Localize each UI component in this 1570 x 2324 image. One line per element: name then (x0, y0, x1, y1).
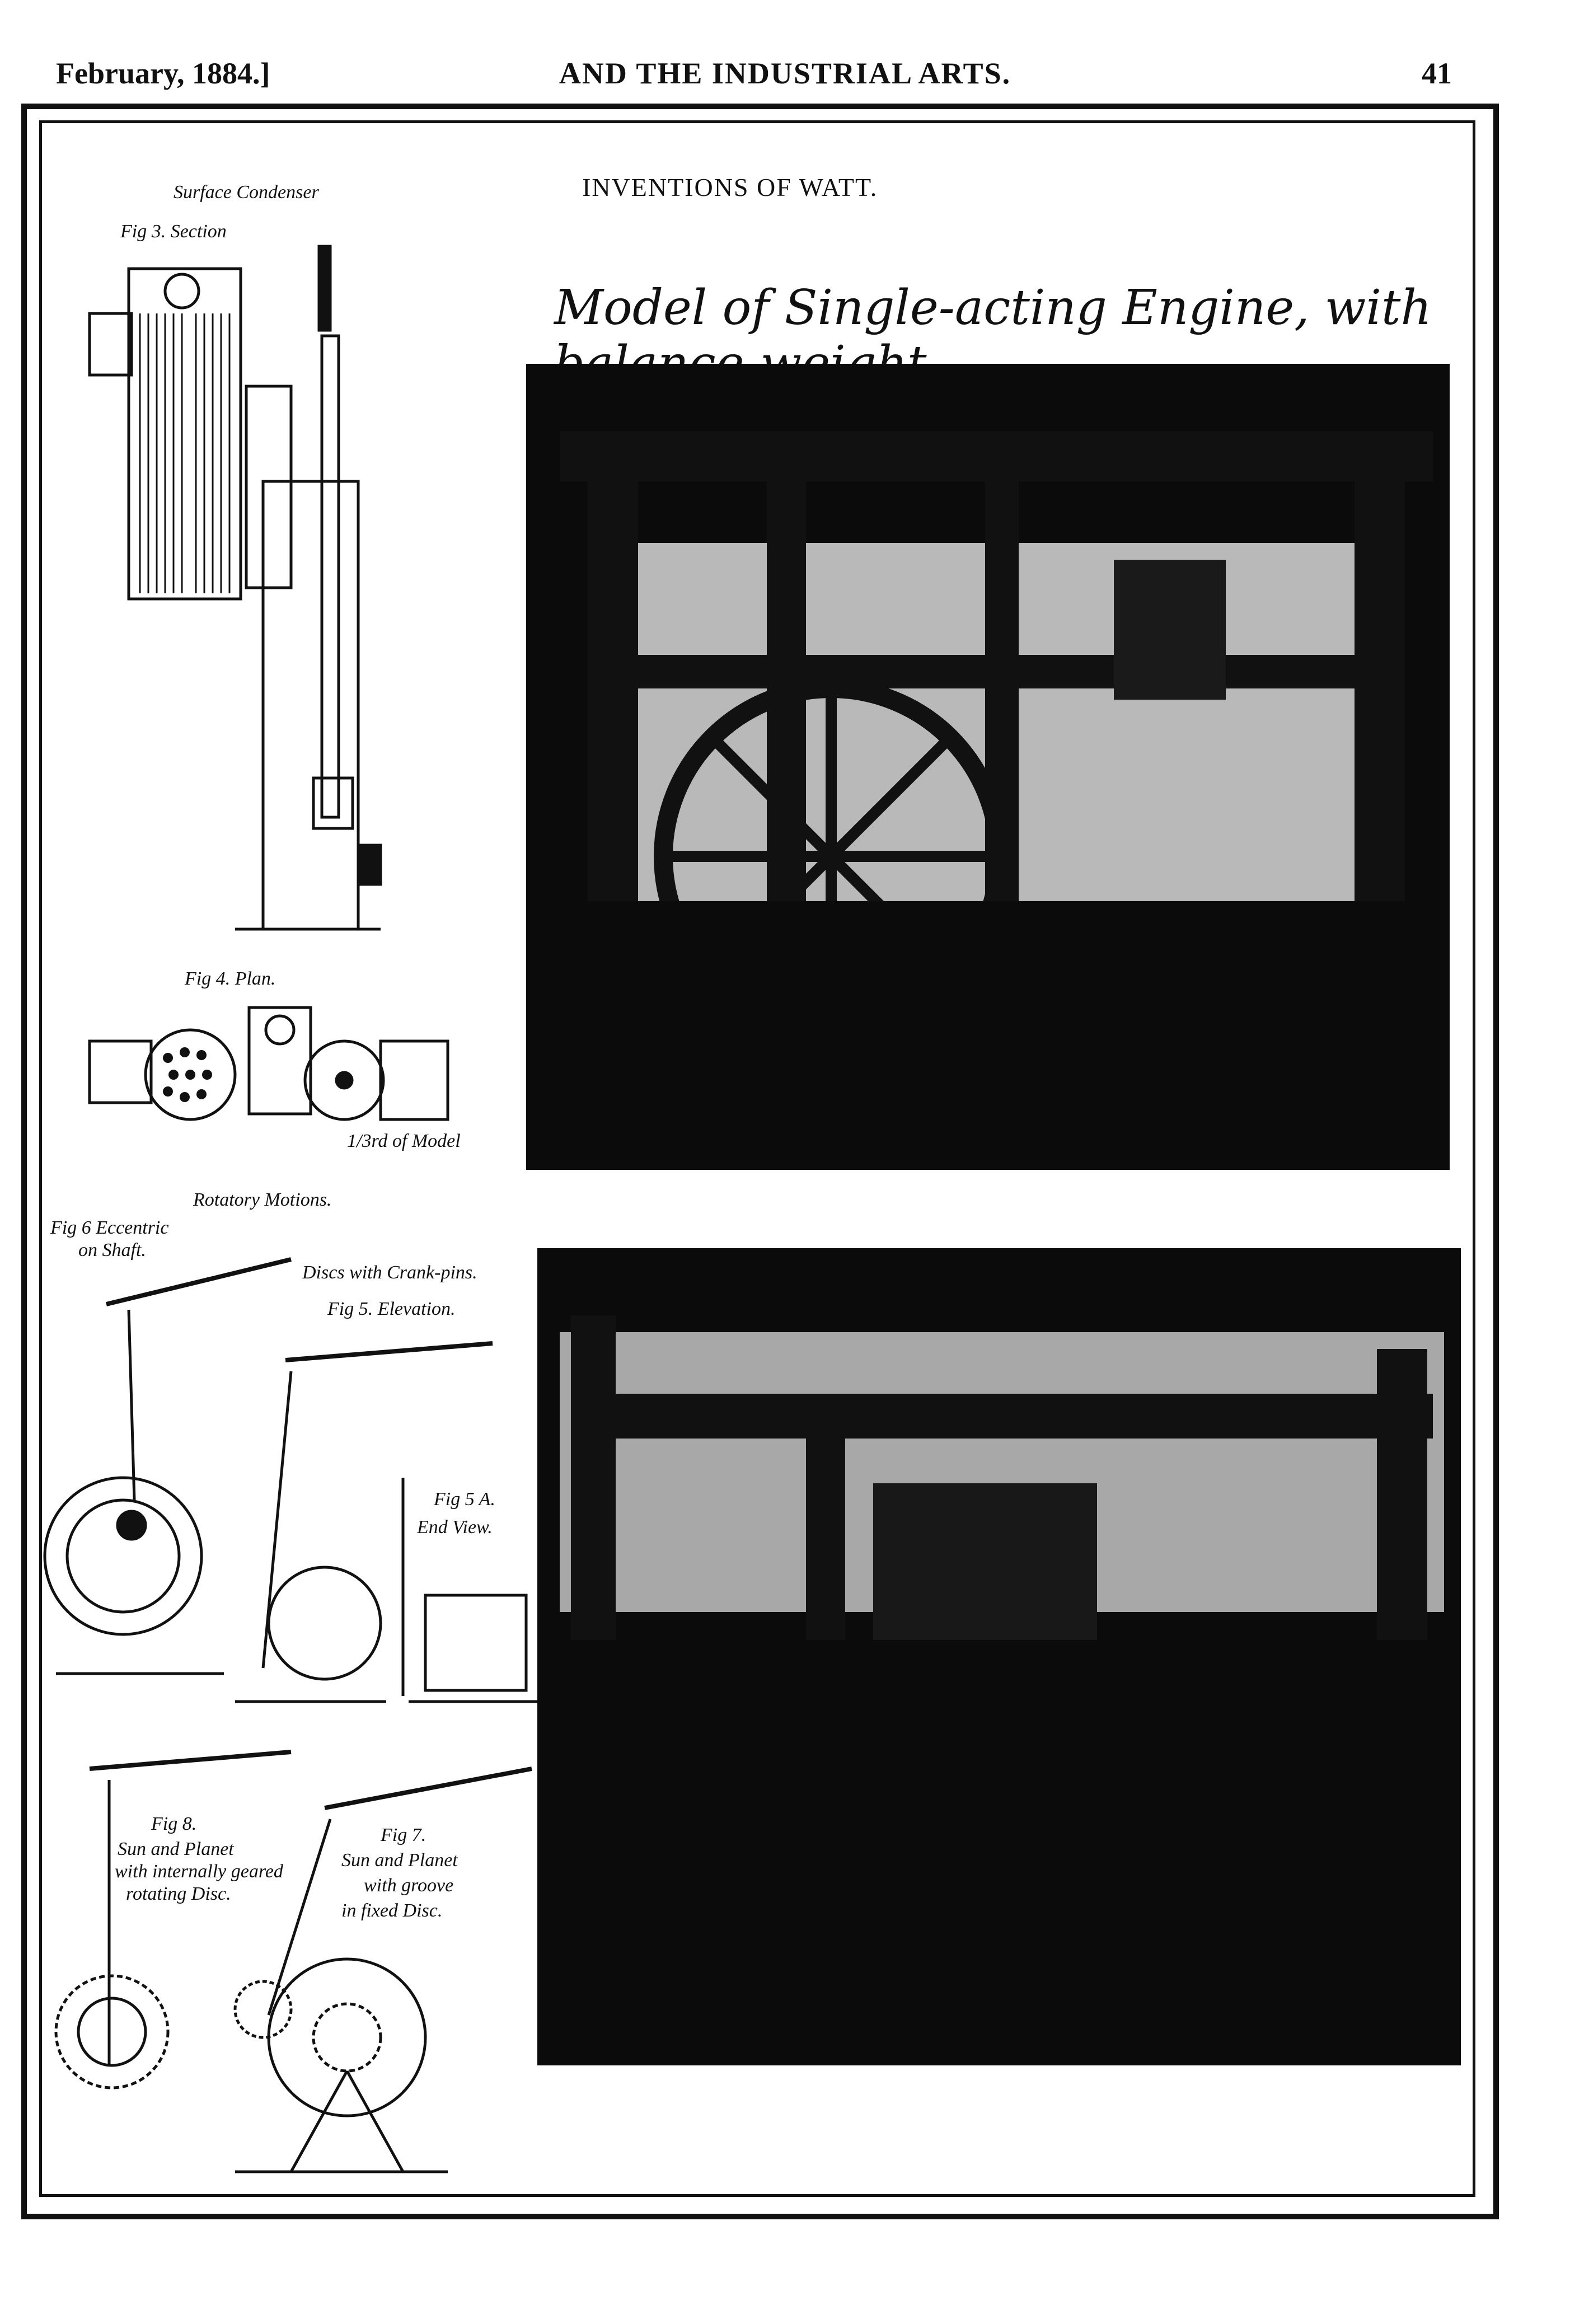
label-discs: Discs with Crank-pins. (302, 1262, 477, 1283)
label-fig8-line3: with internally geared (115, 1861, 283, 1882)
label-scale: 1/3rd of Model (347, 1131, 461, 1151)
label-fig5a-line1: Fig 5 A. (434, 1489, 495, 1510)
engine-photo-bottom-image (537, 1248, 1461, 2065)
label-fig8-line2: Sun and Planet (118, 1839, 234, 1859)
condenser-shell (127, 267, 242, 601)
engine-photo-top (526, 364, 1450, 1170)
condenser-plan-circle (144, 1028, 237, 1121)
page-number: 41 (1422, 57, 1452, 90)
label-fig7-line3: with groove (364, 1875, 454, 1896)
label-fig4: Fig 4. Plan. (185, 968, 276, 989)
engine-photo-top-image (526, 364, 1450, 1170)
label-fig5a-line2: End View. (417, 1517, 493, 1538)
plate-title: INVENTIONS OF WATT. (582, 173, 878, 202)
header-date: February, 1884.] (56, 57, 270, 90)
label-fig8-line4: rotating Disc. (126, 1883, 231, 1904)
label-fig6-line2: on Shaft. (78, 1240, 146, 1261)
label-surface-condenser: Surface Condenser (174, 182, 319, 203)
engine-photo-bottom (537, 1248, 1461, 2065)
label-fig5: Fig 5. Elevation. (327, 1299, 456, 1319)
label-fig8-line1: Fig 8. (151, 1814, 197, 1834)
label-fig7-line2: Sun and Planet (341, 1850, 458, 1871)
journal-title: AND THE INDUSTRIAL ARTS. (559, 57, 1011, 90)
plate-outer-border (21, 104, 1499, 2219)
label-fig3: Fig 3. Section (120, 221, 227, 242)
plate-inner-border (39, 120, 1475, 2197)
label-fig7-line4: in fixed Disc. (341, 1900, 443, 1921)
label-fig6-line1: Fig 6 Eccentric (50, 1217, 169, 1238)
label-rotatory-motions: Rotatory Motions. (193, 1189, 332, 1210)
label-fig7-line1: Fig 7. (381, 1825, 427, 1845)
